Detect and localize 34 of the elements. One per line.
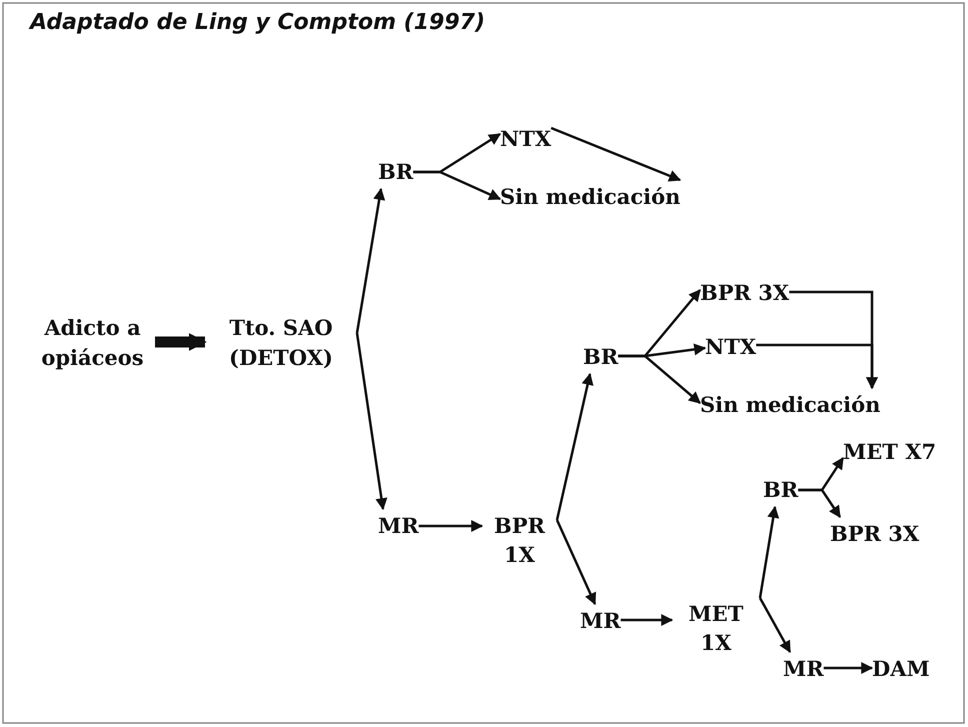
arrow (824, 662, 874, 674)
node-label: MET 1X (688, 600, 744, 657)
node-label: MET X7 (843, 438, 936, 466)
node-label: Adicto a opiáceos (40, 314, 145, 372)
node-label: BPR 3X (830, 520, 920, 548)
node-label: BR (583, 343, 618, 372)
arrow (356, 332, 388, 510)
node-label: NTX (705, 333, 756, 362)
arrow (618, 354, 701, 404)
node-label: MR (783, 655, 824, 684)
arrow (758, 597, 792, 654)
node-label: BPR 3X (700, 279, 790, 308)
node-label: NTX (500, 125, 552, 154)
arrow (413, 170, 502, 200)
node-label: Sin medicación (700, 391, 880, 420)
arrow (556, 519, 596, 606)
node-label: Sin medicación (500, 183, 680, 212)
node-label: BR (378, 158, 414, 186)
node-label: DAM (872, 655, 930, 684)
node-label: BPR 1X (493, 512, 546, 569)
arrow (556, 372, 594, 520)
arrow (756, 344, 878, 390)
node-label: Tto. SAO (DETOX) (228, 314, 334, 372)
diagram-title: Adaptado de Ling y Comptom (1997) (30, 10, 486, 35)
arrow (418, 520, 484, 532)
arrow (798, 488, 842, 518)
arrow (356, 188, 386, 334)
arrow (550, 126, 682, 182)
block-arrow (155, 333, 207, 351)
node-label: MR (580, 607, 621, 636)
node-label: BR (763, 476, 798, 504)
arrow (620, 614, 674, 626)
node-label: MR (378, 512, 419, 540)
arrow (758, 506, 780, 598)
